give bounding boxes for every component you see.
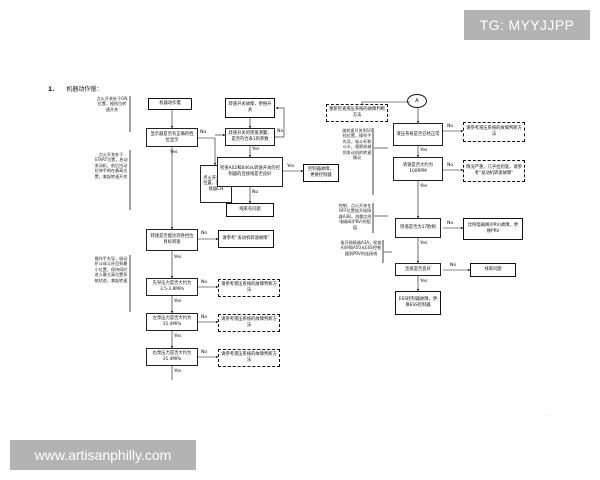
label-yes-r3: Yes bbox=[420, 241, 428, 246]
recheck-hydraulic-box: 重新检查液压系统的故障判断方法 bbox=[326, 104, 388, 122]
question-speed-100rpm: 转速是否大约为100RPM bbox=[393, 157, 443, 181]
label-yes-6: Yes bbox=[174, 334, 182, 339]
label-no-r2: No bbox=[447, 163, 454, 168]
label-no-1: No bbox=[200, 130, 207, 135]
label-yes-7: Yes bbox=[174, 369, 182, 374]
label-yes-1: Yes bbox=[170, 150, 178, 155]
label-yes-5: Yes bbox=[174, 299, 182, 304]
start-box: 机器动作慢 bbox=[148, 98, 192, 110]
ref-hydraulic-3: 请参考液压系统的故障判断方法 bbox=[218, 349, 280, 367]
replace-speed-switch: 转速开关故障，更换开关 bbox=[225, 98, 275, 118]
label-no-r3: No bbox=[447, 221, 454, 226]
watermark-bottom: www.artisanphilly.com bbox=[10, 440, 196, 470]
label-no-2: No bbox=[277, 129, 284, 134]
label-no-r1: No bbox=[447, 124, 454, 129]
ref-hydraulic-1: 请参考液压系统的故障判断方法 bbox=[218, 279, 280, 297]
label-yes-r4: Yes bbox=[420, 279, 428, 284]
question-pilot-pressure: 先导压力是否大约为3.5-3.8MPa bbox=[146, 278, 198, 296]
question-connection-ok: 连接是否良好 bbox=[395, 263, 441, 276]
right-note-3: 拔开插接器A3A，检查A49和A50从ESS控制器到PRV的连接线 bbox=[340, 240, 382, 256]
ref-hydraulic-2: 请参考液压系统的故障判断方法 bbox=[218, 314, 280, 332]
measure-switch-resistance: 转速开关的阻值测量，是否符合表1的参数 bbox=[225, 128, 275, 146]
question-right-pump: 右泵压力是否大约为31.4MPa bbox=[146, 348, 198, 366]
connector-a-label: A bbox=[415, 98, 419, 104]
right-note-2: 控制，点火开关在OFF位置拔开插接器A3B，测量比例电磁阀(PRV)的阻值 bbox=[338, 203, 372, 230]
question-hydraulic-ok: 液压系统是否已经正常 bbox=[393, 123, 443, 146]
label-no-6: No bbox=[201, 315, 208, 320]
label-no-4: No bbox=[201, 231, 208, 236]
ref-hydraulic-right: 请参考液压系统的故障判断方法 bbox=[463, 122, 525, 142]
replace-ess-controller: ESS控制器故障，更换ESS控制器 bbox=[395, 291, 441, 315]
ref-engine-speed-1: 请参考“发动机转速故障” bbox=[218, 230, 274, 248]
prv-fault-box: 比例电磁阀(PRV)故障，更换PRV bbox=[463, 218, 523, 240]
check-wiring-a02-b46: 检查A02和B46从转速开关的控制器的连接线是否良好 bbox=[217, 157, 283, 187]
right-note-1: 拔转速开关到10档位置，操作手先导，吸斗杆和斗头，观察机械到发动机的转速情况 bbox=[342, 128, 372, 161]
label-no-7: No bbox=[201, 350, 208, 355]
label-yes-r2: Yes bbox=[420, 184, 428, 189]
harness-problem-box: 线束问题 bbox=[470, 263, 516, 277]
svg-text:,: , bbox=[546, 413, 547, 417]
question-display-gear: 显示器是否有正确的档位显示 bbox=[146, 128, 198, 147]
left-note-3: 操作手先导，吸动铲斗成斗杆回到最小位置，保持同时进入最大高位置系统状态，拿起转速 bbox=[94, 256, 128, 283]
label-no-5: No bbox=[201, 280, 208, 285]
label-yes-r1: Yes bbox=[420, 148, 428, 153]
left-note-2: 点火开关处于START位置，启动发动机，前后拉动拉伸手柄在最高位置，拿起转速开关 bbox=[94, 152, 128, 179]
watermark-top: TG: MYYJJPP bbox=[464, 10, 590, 40]
section-number: 1. bbox=[48, 86, 55, 93]
label-no-3: No bbox=[252, 190, 259, 195]
replace-controller-box: 控制器故障，更换控制器 bbox=[303, 164, 339, 182]
label-yes-2: Yes bbox=[252, 147, 260, 152]
ref-engine-speed-right: 情况严重，几乎拉到底，请参考“发动机转速故障” bbox=[463, 160, 525, 182]
wiring-problem-box: 线束有问题 bbox=[226, 203, 274, 217]
label-no-r4: No bbox=[450, 263, 457, 268]
label-yes-3: Yes bbox=[287, 164, 295, 169]
question-left-pump: 左泵压力是否大约为31.4MPa bbox=[146, 313, 198, 331]
section-heading: 1. 机器动作慢： bbox=[48, 84, 102, 93]
question-target-speed: 转速是否能达到各挡位目标转速 bbox=[146, 229, 198, 251]
section-title: 机器动作慢： bbox=[66, 86, 103, 93]
question-resistance-17ohm: 阻值是否为17欧姆 bbox=[395, 218, 441, 238]
left-note-1: 点火开关处于ON位置，推档位转速开关 bbox=[96, 96, 128, 112]
connector-a: A bbox=[407, 94, 427, 108]
label-yes-4: Yes bbox=[174, 255, 182, 260]
